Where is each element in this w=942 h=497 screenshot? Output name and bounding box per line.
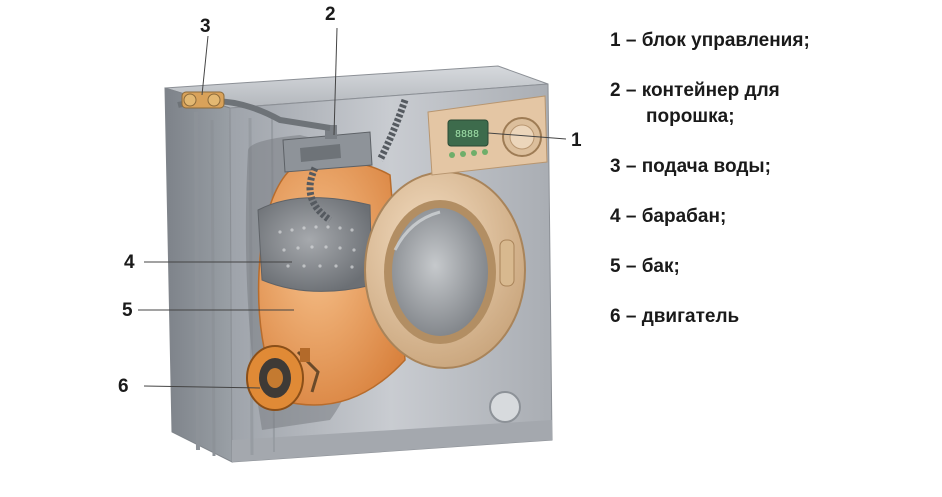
callout-number-4: 4: [124, 252, 135, 273]
legend-item-water-supply: 3 – подача воды;: [610, 154, 930, 180]
legend-line: порошка;: [610, 104, 930, 130]
legend-line: 5 – бак;: [610, 254, 930, 280]
legend-line: 6 – двигатель: [610, 304, 930, 330]
svg-text:8888: 8888: [455, 129, 479, 140]
drain-filter-cap: [490, 392, 520, 422]
legend-item-motor: 6 – двигатель: [610, 304, 930, 330]
legend-item-detergent-container: 2 – контейнер для порошка;: [610, 78, 930, 130]
callout-number-1: 1: [571, 130, 582, 151]
callout-number-3: 3: [200, 16, 211, 37]
drum: [258, 198, 372, 292]
legend-item-drum: 4 – барабан;: [610, 204, 930, 230]
legend-line: 2 – контейнер для: [610, 78, 930, 104]
legend: 1 – блок управления; 2 – контейнер для п…: [610, 28, 930, 354]
legend-item-control-unit: 1 – блок управления;: [610, 28, 930, 54]
callout-number-2: 2: [325, 4, 336, 25]
legend-line: 3 – подача воды;: [610, 154, 930, 180]
callout-number-6: 6: [118, 376, 129, 397]
callout-number-5: 5: [122, 300, 133, 321]
legend-item-tank: 5 – бак;: [610, 254, 930, 280]
legend-line: 4 – барабан;: [610, 204, 930, 230]
door: [365, 172, 525, 368]
legend-line: 1 – блок управления;: [610, 28, 930, 54]
